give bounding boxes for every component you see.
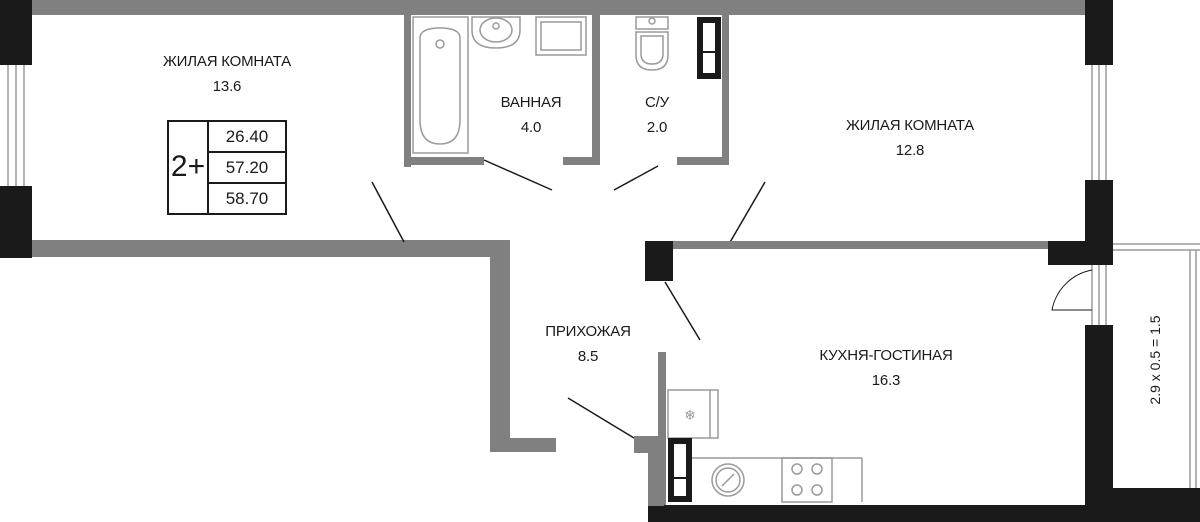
wall-wc-bottom [677, 157, 729, 165]
wall-bath-bottom-left [404, 157, 484, 165]
bathtub [412, 16, 469, 154]
wall-hall-bottom [490, 438, 556, 452]
room-area: 12.8 [895, 142, 925, 159]
kitchen-sink [711, 463, 745, 497]
door-lines [371, 159, 766, 439]
room-name: ПРИХОЖАЯ [545, 323, 631, 340]
room-label-living-1: ЖИЛАЯ КОМНАТА 13.6 [163, 52, 291, 97]
wall-bath-left [404, 15, 411, 167]
balcony-door-swing [1051, 269, 1093, 311]
top-wall [0, 0, 1092, 15]
wall-living2-kitchen [668, 241, 1048, 249]
balcony-floor-wall [1110, 488, 1200, 522]
room-label-kitchen-living: КУХНЯ-ГОСТИНАЯ 16.3 [819, 346, 952, 391]
room-name: КУХНЯ-ГОСТИНАЯ [819, 347, 953, 364]
room-area: 13.6 [212, 78, 242, 95]
left-wall-upper [0, 0, 32, 65]
column [645, 241, 673, 281]
right-wall-middle [1085, 180, 1113, 250]
balcony-outer-rail [1189, 250, 1197, 488]
room-name: С/У [645, 94, 669, 111]
room-label-living-2: ЖИЛАЯ КОМНАТА 12.8 [846, 116, 974, 161]
bathroom-sink [471, 16, 521, 49]
balcony-door-window [1091, 265, 1107, 325]
wall-kitchen-left-lower [648, 436, 664, 506]
room-area: 8.5 [577, 348, 599, 365]
wall-bath-wc [592, 15, 600, 165]
room-label-wc: С/У 2.0 [645, 93, 669, 138]
apartment-type: 2+ [169, 122, 209, 213]
column-right [1048, 241, 1113, 265]
living-area-value: 26.40 [209, 122, 285, 153]
left-wall-lower [0, 186, 32, 258]
kitchen-counter [692, 457, 863, 502]
bottom-wall [648, 505, 1110, 522]
room-label-hallway: ПРИХОЖАЯ 8.5 [545, 322, 631, 367]
room-name: ВАННАЯ [500, 94, 562, 111]
balcony-dimensions: 2.9 x 0.5 = 1.5 [1147, 315, 1163, 405]
total-with-balcony-value: 58.70 [225, 189, 269, 208]
svg-text:❄: ❄ [684, 407, 696, 423]
room-name: ЖИЛАЯ КОМНАТА [163, 53, 291, 70]
shaft-inner [703, 23, 715, 73]
washing-machine [535, 16, 587, 56]
kitchen-tall-cabinet-inner [674, 444, 686, 496]
room-name: ЖИЛАЯ КОМНАТА [846, 117, 974, 134]
right-window [1091, 65, 1107, 180]
right-wall-upper [1085, 0, 1113, 65]
stove [781, 457, 833, 503]
total-area-value: 57.20 [209, 153, 285, 184]
wall-living1-bottom [32, 240, 510, 257]
right-wall-lower [1085, 325, 1113, 522]
fridge: ❄ [667, 389, 719, 439]
room-area: 4.0 [520, 119, 542, 136]
apartment-area-table: 2+ 26.40 57.20 58.70 [167, 120, 287, 215]
left-window [7, 65, 25, 186]
wall-hall-left [490, 240, 510, 452]
balcony [1113, 243, 1200, 251]
room-label-bathroom: ВАННАЯ 4.0 [501, 93, 562, 138]
room-area: 16.3 [871, 372, 901, 389]
wall-bath-bottom-right [563, 157, 599, 165]
room-area: 2.0 [646, 119, 668, 136]
toilet [635, 16, 669, 71]
wall-wc-right [722, 15, 729, 165]
wall-kitchen-left [658, 352, 666, 505]
